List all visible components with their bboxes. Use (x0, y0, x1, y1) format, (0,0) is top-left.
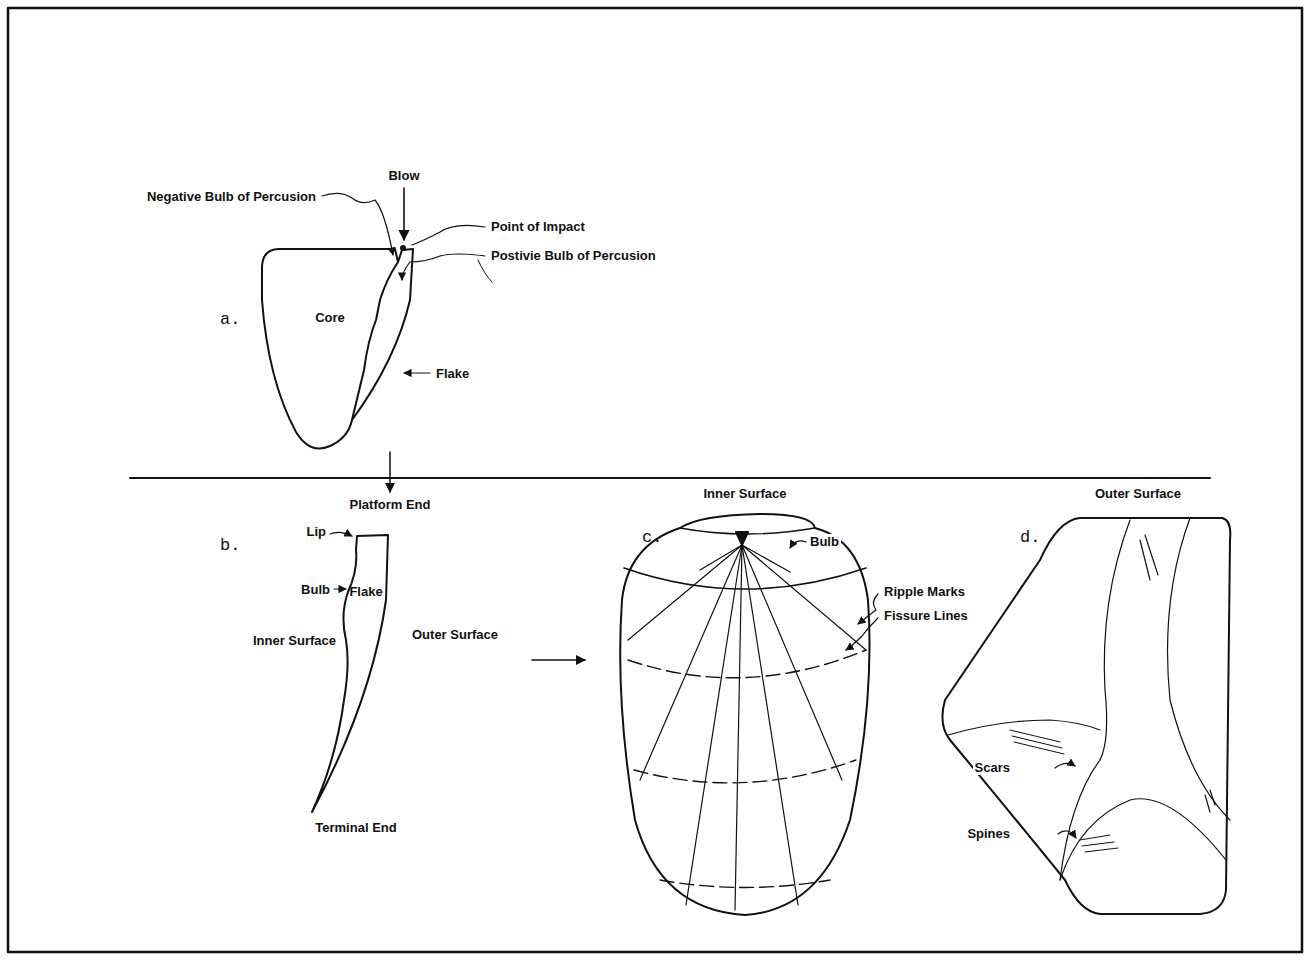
leader-line (330, 532, 352, 536)
outer-surface-outline (942, 518, 1230, 914)
surface-label: Outer Surface (410, 627, 500, 642)
flake-outline (352, 249, 413, 420)
part-label: Core (313, 310, 347, 325)
leader-line (858, 594, 878, 624)
panel-letter: c. (640, 530, 664, 545)
leader-line (334, 588, 346, 589)
part-label: Platform End (348, 497, 433, 512)
part-label: Flake (434, 366, 471, 381)
frame (8, 8, 1302, 952)
spines (1010, 730, 1118, 852)
leader-line (478, 260, 492, 282)
part-label: Flake (347, 584, 384, 599)
part-label: Bulb (299, 582, 332, 597)
surface-label: Inner Surface (251, 633, 338, 648)
leader-line (412, 225, 485, 245)
panel-letter: b. (218, 538, 242, 553)
part-label: Point of Impact (489, 219, 587, 234)
step-arrow (389, 452, 391, 492)
surface-label: Outer Surface (1093, 486, 1183, 501)
action-label: Blow (386, 168, 421, 183)
part-label: Ripple Marks (882, 584, 967, 599)
leader-line (404, 372, 430, 373)
leader-line (846, 618, 878, 650)
part-label: Negative Bulb of Percusion (145, 189, 318, 204)
ripple-marks (628, 650, 866, 888)
part-label: Scars (973, 760, 1012, 775)
divider (130, 477, 1210, 479)
core-outline (262, 249, 398, 449)
inner-surface-outline (620, 514, 869, 915)
leader-line (322, 193, 393, 255)
scar-ridges (948, 518, 1230, 880)
panel-letter: a. (218, 312, 242, 327)
impact-point (401, 246, 405, 250)
fissure-lines (628, 545, 866, 910)
panel-letter: d. (1018, 530, 1042, 545)
part-label: Fissure Lines (882, 608, 970, 623)
part-label: Spines (965, 826, 1012, 841)
blow-arrow (403, 188, 405, 240)
leader-line (1055, 763, 1075, 768)
flake-profile (312, 535, 388, 812)
surface-label: Inner Surface (701, 486, 788, 501)
part-label: Lip (305, 524, 329, 539)
step-arrow (532, 659, 585, 661)
leader-line (1058, 831, 1076, 838)
part-label: Bulb (808, 534, 841, 549)
bulb-edge (624, 568, 866, 589)
leader-line (402, 254, 485, 280)
impact-point (736, 532, 748, 545)
leader-line (790, 541, 806, 548)
part-label: Postivie Bulb of Percusion (489, 248, 658, 263)
part-label: Terminal End (313, 820, 398, 835)
